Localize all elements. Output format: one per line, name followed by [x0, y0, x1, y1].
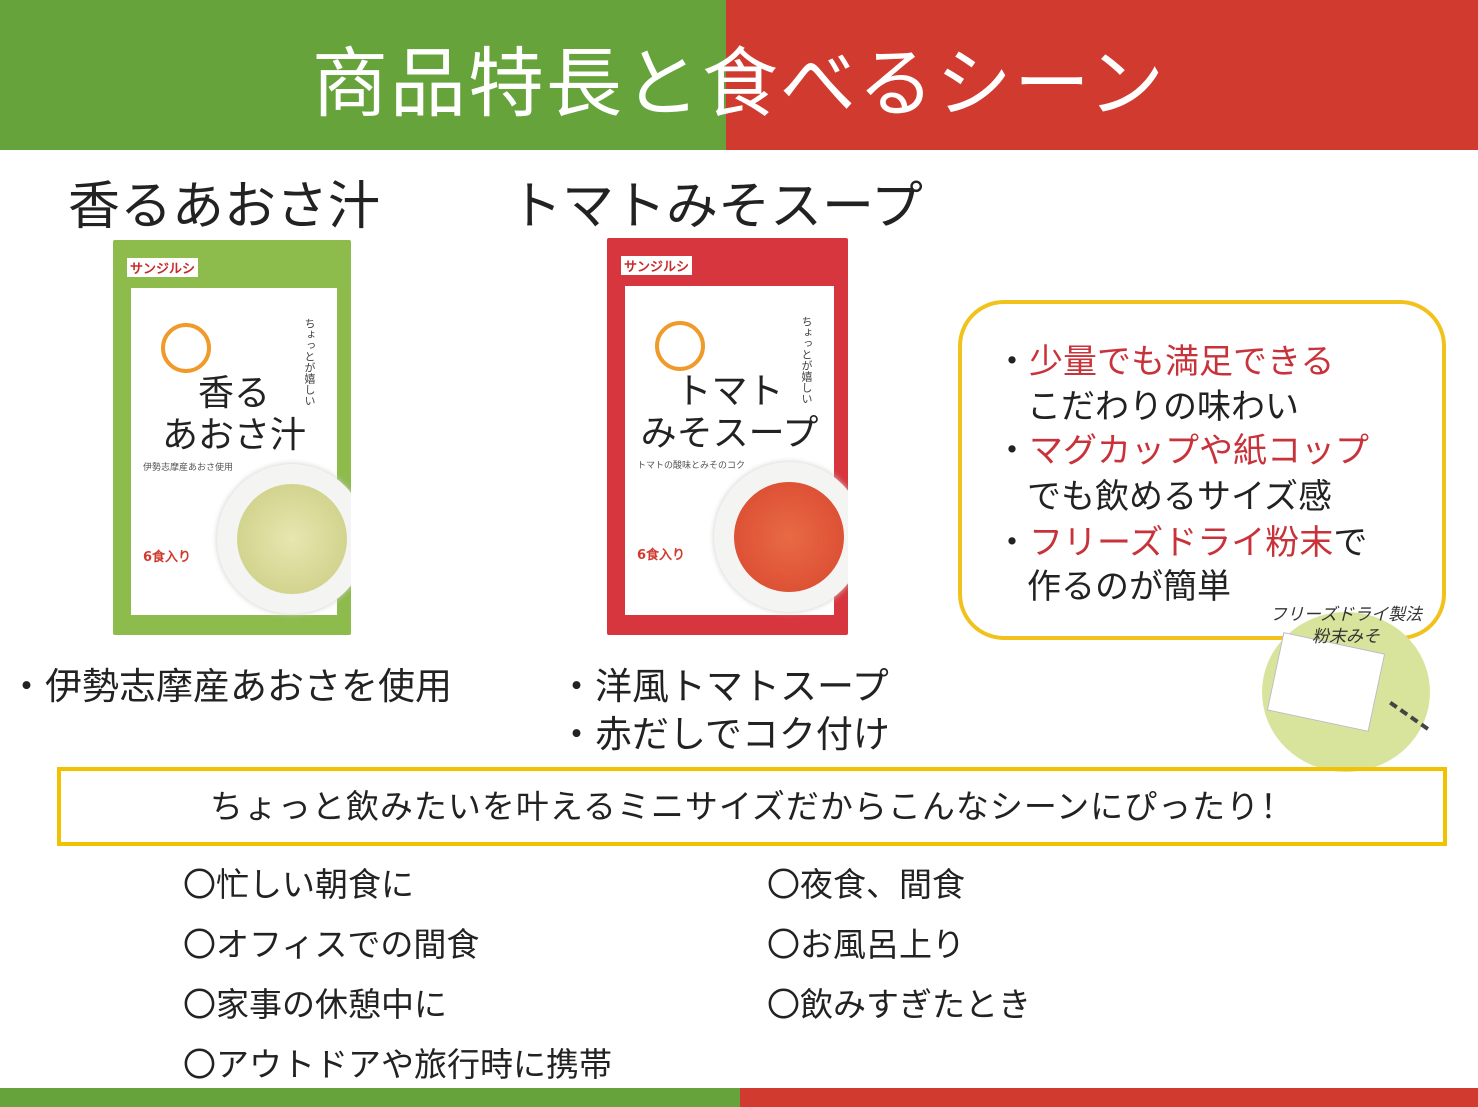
- product-title-aosa: 香るあおさ汁: [68, 177, 381, 237]
- header-green-band: [0, 0, 726, 150]
- scene-item: 〇アウトドアや旅行時に携帯: [183, 1045, 612, 1084]
- powder-dots: [1364, 700, 1430, 766]
- cup-icon: [655, 321, 705, 371]
- scene-item: 〇飲みすぎたとき: [767, 985, 1031, 1024]
- scene-item: 〇お風呂上り: [767, 925, 965, 964]
- product-package-tomato: サンジルシ ちょっとが嬉しい トマトみそスープ トマトの酸味とみそのコク 6食入…: [607, 238, 848, 635]
- illustration-label: フリーズドライ製法粉末みそ: [1269, 605, 1423, 647]
- footer-green-band: [0, 1088, 740, 1107]
- scene-item: 〇夜食、間食: [767, 865, 965, 904]
- scene-item: 〇オフィスでの間食: [183, 925, 480, 964]
- soup-bowl-image: [714, 462, 848, 612]
- feature-line: でも飲めるサイズ感: [1027, 477, 1332, 517]
- scene-item: 〇忙しい朝食に: [183, 865, 414, 904]
- aosa-bullet: ・伊勢志摩産あおさを使用: [8, 665, 452, 708]
- package-count: 6食入り: [143, 550, 192, 565]
- features-box: [958, 300, 1446, 640]
- brand-logo: サンジルシ: [621, 256, 693, 275]
- feature-line: 作るのが簡単: [1027, 567, 1231, 607]
- freeze-dry-illustration: フリーズドライ製法粉末みそ: [1262, 605, 1430, 772]
- package-sub: 伊勢志摩産あおさ使用: [143, 463, 234, 473]
- cup-icon: [161, 323, 211, 373]
- footer-red-band: [740, 1088, 1478, 1107]
- feature-line: こだわりの味わい: [1027, 387, 1299, 427]
- package-count: 6食入り: [637, 548, 686, 563]
- package-name: 香るあおさ汁: [161, 373, 306, 456]
- package-catch: ちょっとが嬉しい: [303, 318, 316, 406]
- product-title-tomato: トマトみそスープ: [510, 177, 923, 237]
- page-title: 商品特長と食べるシーン: [311, 39, 1167, 128]
- package-sub: トマトの酸味とみそのコク: [637, 461, 746, 471]
- product-package-aosa: サンジルシ ちょっとが嬉しい 香るあおさ汁 伊勢志摩産あおさ使用 6食入り: [113, 240, 351, 635]
- header-red-band: [726, 0, 1478, 150]
- scene-banner: ちょっと飲みたいを叶えるミニサイズだからこんなシーンにぴったり！: [57, 767, 1447, 846]
- brand-logo: サンジルシ: [127, 258, 199, 277]
- scene-item: 〇家事の休憩中に: [183, 985, 447, 1024]
- feature-line: ・マグカップや紙コップ: [995, 431, 1369, 471]
- package-name: トマトみそスープ: [640, 371, 819, 454]
- package-catch: ちょっとが嬉しい: [800, 316, 813, 404]
- tomato-bullet: ・赤だしでコク付け: [558, 713, 890, 756]
- tomato-bullet: ・洋風トマトスープ: [558, 665, 889, 708]
- feature-line: ・フリーズドライ粉末で: [995, 523, 1368, 563]
- soup-bowl-image: [217, 464, 351, 614]
- feature-line: ・少量でも満足できる: [995, 342, 1335, 382]
